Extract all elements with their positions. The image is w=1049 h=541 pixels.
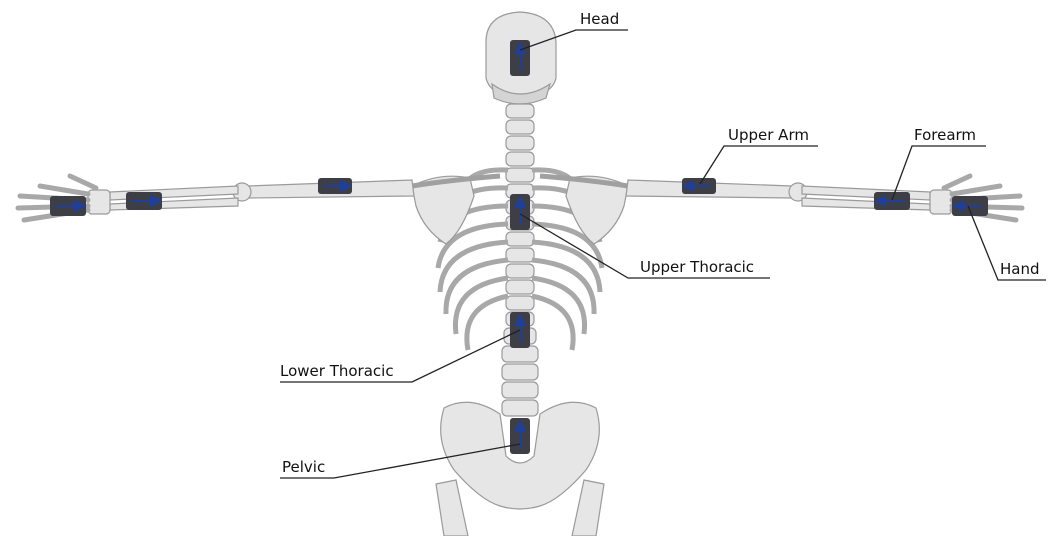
right-femur xyxy=(572,480,604,536)
right-ulna xyxy=(802,198,930,210)
leader-upper-arm xyxy=(700,146,818,184)
label-upper-arm: Upper Arm xyxy=(728,126,809,144)
label-head: Head xyxy=(580,10,619,28)
label-pelvic: Pelvic xyxy=(282,458,325,476)
label-hand: Hand xyxy=(1000,260,1040,278)
skeleton-body xyxy=(18,12,1022,536)
leader-lines xyxy=(280,30,1046,478)
right-radius xyxy=(802,186,930,200)
label-forearm: Forearm xyxy=(914,126,976,144)
label-lower-thoracic: Lower Thoracic xyxy=(280,362,394,380)
label-upper-thoracic: Upper Thoracic xyxy=(640,258,754,276)
left-femur xyxy=(436,480,468,536)
